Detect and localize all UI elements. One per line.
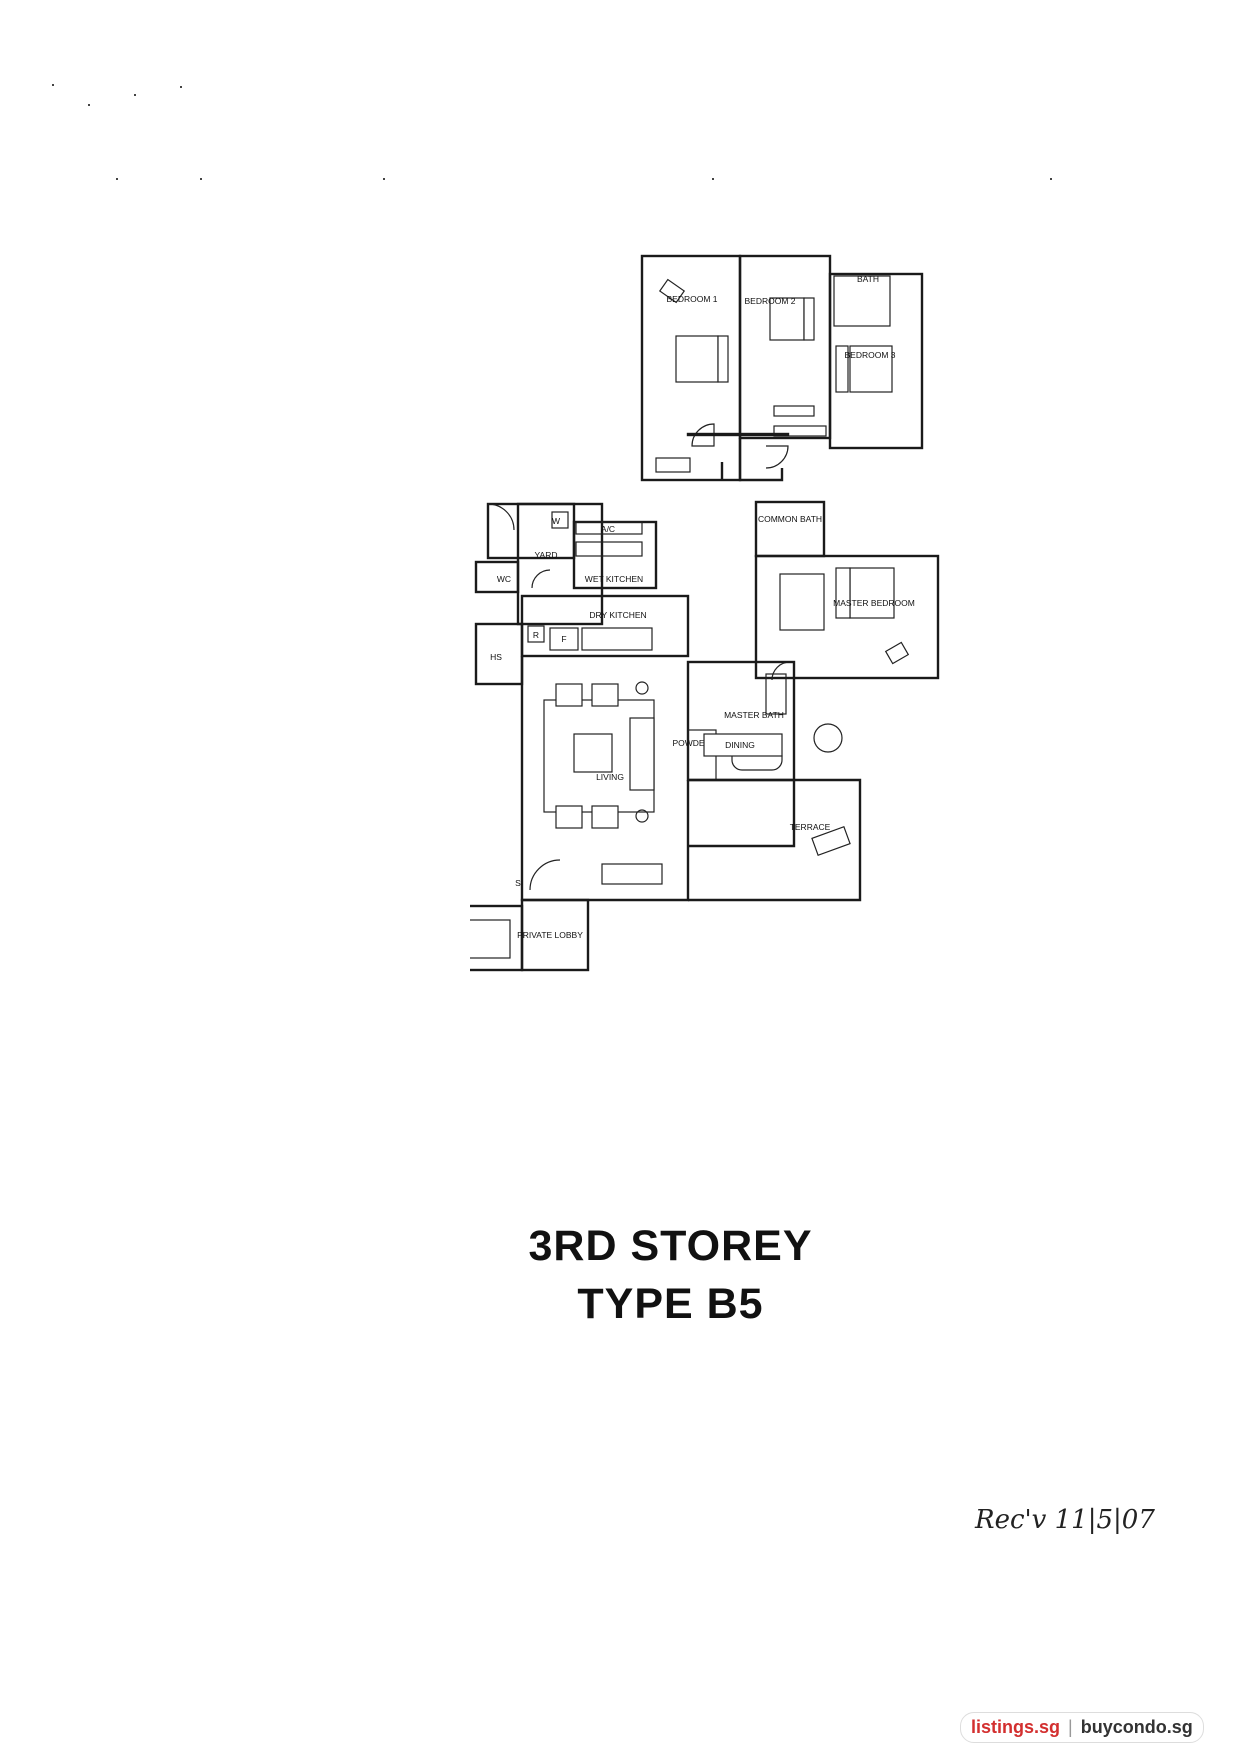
f-label: F <box>561 634 566 644</box>
door-swing <box>765 445 789 469</box>
armchair <box>591 805 619 829</box>
kitchen-island <box>581 627 653 651</box>
washer <box>551 511 569 529</box>
wet-kitchen-label: WET KITCHEN <box>585 574 643 584</box>
ac-label: A/C <box>601 524 615 534</box>
scan-speck <box>1050 178 1052 180</box>
door-swing <box>487 503 515 531</box>
bed <box>779 573 825 631</box>
terrace-label: TERRACE <box>790 822 831 832</box>
floor-plan-drawing: BEDROOM 1 BEDROOM 2 BEDROOM 3 BATH COMMO… <box>470 250 990 1120</box>
sofa <box>629 717 655 791</box>
ac-ledge <box>575 521 643 535</box>
wardrobe <box>773 405 815 417</box>
storey-title: 3RD STOREY <box>528 1222 813 1270</box>
dry-kitchen-walls <box>520 594 690 658</box>
bedroom3-label: BEDROOM 3 <box>844 350 895 360</box>
armchair <box>591 683 619 707</box>
console-table <box>601 863 663 885</box>
lamp <box>635 681 649 695</box>
handwritten-received-note: Rec'v 11|5|07 <box>975 1505 1155 1535</box>
armchair <box>555 805 583 829</box>
scan-speck <box>712 178 714 180</box>
corridor-walls <box>720 438 784 482</box>
wardrobe <box>655 457 691 473</box>
s-label: S <box>515 878 521 888</box>
armchair <box>555 683 583 707</box>
scan-speck <box>134 94 136 96</box>
scan-speck <box>180 86 182 88</box>
living-label: LIVING <box>596 772 624 782</box>
hs-label: HS <box>490 652 502 662</box>
patio-table <box>813 723 843 753</box>
bed-headboard <box>803 297 815 341</box>
watermark-site-b[interactable]: buycondo.sg <box>1080 1717 1193 1737</box>
lamp <box>635 809 649 823</box>
bed-headboard <box>835 567 851 619</box>
door-swing <box>531 569 551 589</box>
bed <box>769 297 805 341</box>
armchair <box>658 278 686 304</box>
bed <box>849 567 895 619</box>
living-walls <box>520 656 690 902</box>
master-bedroom-label: MASTER BEDROOM <box>833 598 915 608</box>
w-label: W <box>552 516 560 526</box>
master-bedroom-walls <box>754 554 940 680</box>
dining-walls <box>688 778 796 848</box>
scan-speck <box>383 178 385 180</box>
scan-speck <box>116 178 118 180</box>
dining-label: DINING <box>725 740 755 750</box>
bath-walls <box>833 275 891 327</box>
terrace-walls <box>688 778 862 902</box>
lift-car <box>470 919 511 959</box>
dining-table <box>703 733 783 757</box>
floor-plan-svg: BEDROOM 1 BEDROOM 2 BEDROOM 3 BATH COMMO… <box>470 254 940 972</box>
watermark-separator: | <box>1068 1717 1073 1737</box>
bedroom2-label: BEDROOM 2 <box>744 296 795 306</box>
bedroom1-label: BEDROOM 1 <box>666 294 717 304</box>
common-bath-label: COMMON BATH <box>758 514 822 524</box>
bath-label: BATH <box>857 274 879 284</box>
bed-headboard <box>717 335 729 383</box>
bedroom3-walls <box>828 272 924 450</box>
bed <box>849 345 893 393</box>
bed-headboard <box>835 345 849 393</box>
lift-walls <box>470 904 524 972</box>
common-bath-walls <box>754 500 826 558</box>
wardrobe <box>773 425 827 437</box>
door-swing <box>529 859 561 891</box>
watermark-badge[interactable]: listings.sg | buycondo.sg <box>960 1712 1204 1743</box>
wc-label: WC <box>497 574 511 584</box>
watermark-site-a[interactable]: listings.sg <box>971 1717 1061 1737</box>
r-label: R <box>533 630 539 640</box>
divider <box>686 432 790 437</box>
kitchen-counter <box>575 541 643 557</box>
coffee-table <box>573 733 613 773</box>
door-swing <box>691 423 715 447</box>
scan-speck <box>52 84 54 86</box>
private-lobby-label: PRIVATE LOBBY <box>517 930 583 940</box>
lounge-chair <box>811 825 851 857</box>
unit-type-title: TYPE B5 <box>577 1280 764 1328</box>
yard-label: YARD <box>535 550 558 560</box>
armchair <box>884 641 910 665</box>
scan-speck <box>200 178 202 180</box>
dry-kitchen-label: DRY KITCHEN <box>589 610 646 620</box>
bedroom2-walls <box>738 254 832 440</box>
vanity <box>765 673 787 715</box>
scan-speck <box>88 104 90 106</box>
master-bath-label: MASTER BATH <box>724 710 784 720</box>
fridge-box <box>549 627 579 651</box>
wc-walls <box>474 560 520 594</box>
refrigerator <box>527 625 545 643</box>
bed <box>675 335 719 383</box>
